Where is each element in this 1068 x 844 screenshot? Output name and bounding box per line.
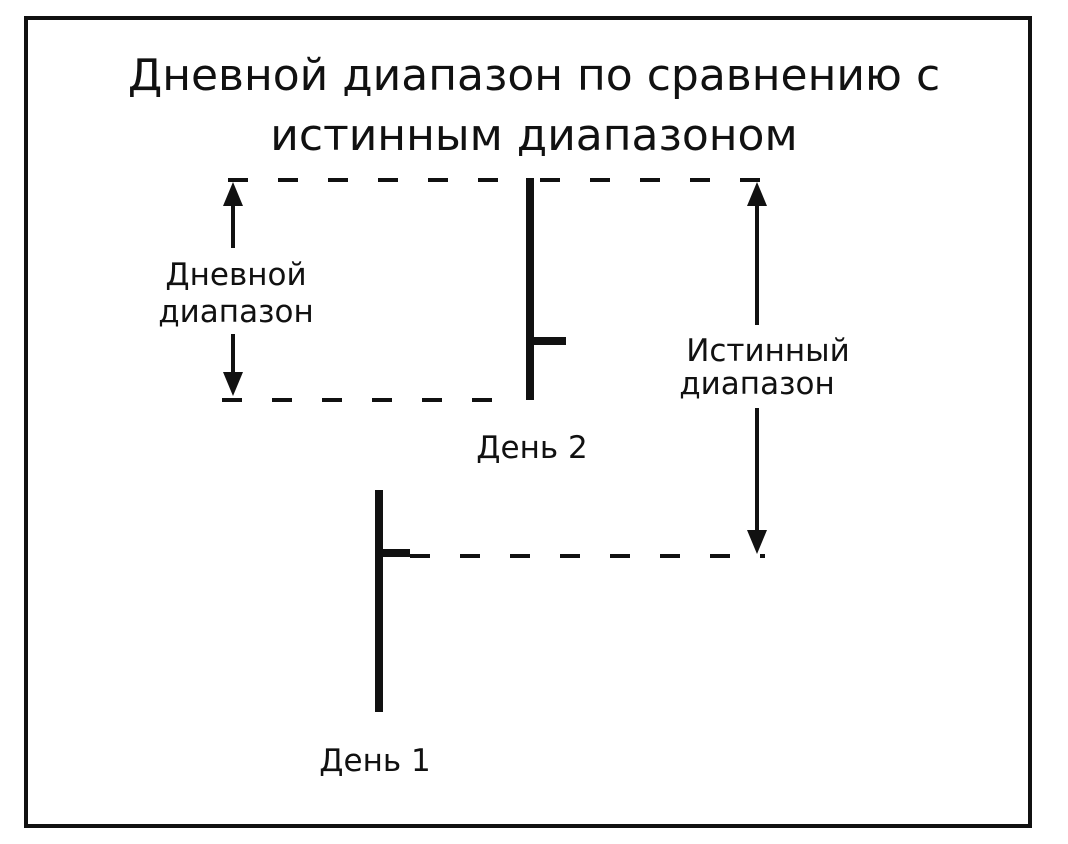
daily-range-arrow-head-up xyxy=(223,182,243,206)
true-range-arrow-head-down xyxy=(747,530,767,554)
true-range-arrow-head-up xyxy=(747,182,767,206)
true-range-label-line-2: диапазон xyxy=(679,366,835,402)
diagram-title-line-2: истинным диапазоном xyxy=(270,110,797,161)
daily-range-label-line-1: Дневной xyxy=(165,257,306,293)
day1-price-bar xyxy=(375,490,410,712)
diagram-frame xyxy=(24,16,1032,828)
day2-price-bar xyxy=(526,178,566,400)
day2-label: День 2 xyxy=(476,430,587,466)
double-vertical-arrow-icon xyxy=(747,182,767,554)
daily-range-arrow-head-down xyxy=(223,372,243,396)
true-range-label-line-1: Истинный xyxy=(686,333,850,369)
double-vertical-arrow-icon xyxy=(223,182,243,396)
day1-label: День 1 xyxy=(319,743,430,779)
daily-range-label-line-2: диапазон xyxy=(158,294,314,330)
diagram-title-line-1: Дневной диапазон по сравнению с xyxy=(128,50,940,101)
